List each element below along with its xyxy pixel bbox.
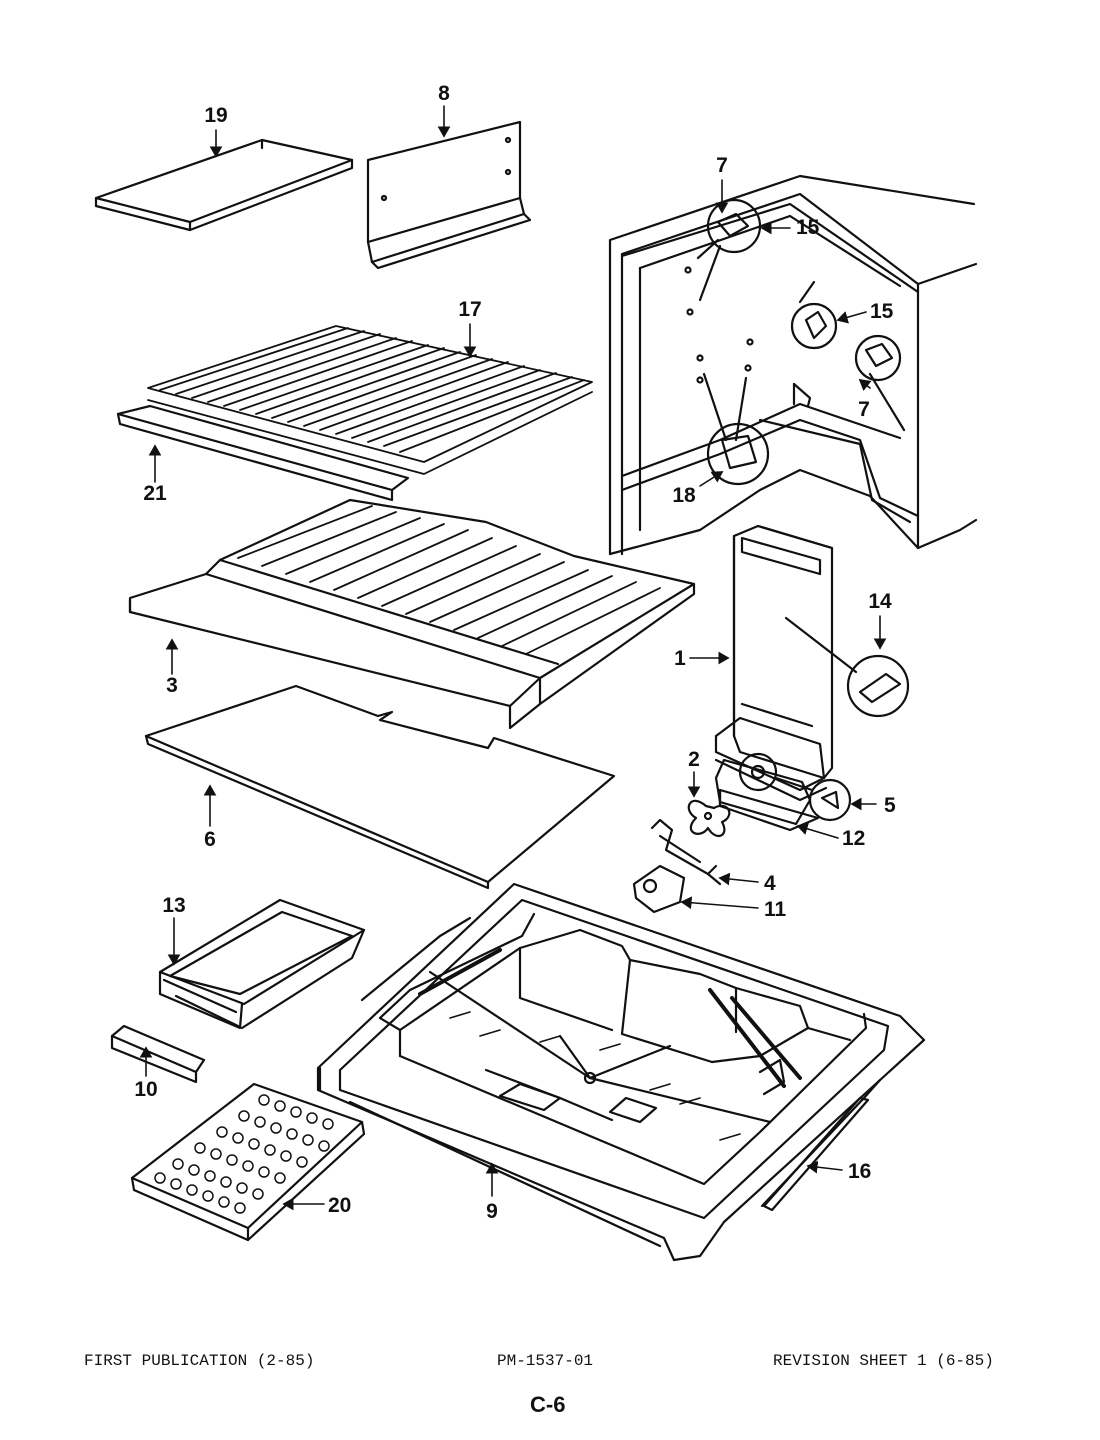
- callout-9: 9: [486, 1200, 498, 1223]
- part-4-motor-bracket: [632, 818, 722, 914]
- callout-7-right: 7: [858, 398, 870, 421]
- part-13-crisper-drawer: [158, 898, 366, 1030]
- revision-sheet: REVISION SHEET 1 (6-85): [773, 1352, 994, 1370]
- callout-20: 20: [328, 1194, 351, 1217]
- cabinet-interior: [608, 174, 978, 556]
- part-10-trim-strip: [110, 1024, 206, 1084]
- callout-3: 3: [166, 674, 178, 697]
- detail-circle-18: [706, 422, 770, 486]
- part-3-crisper-cover: [128, 498, 696, 730]
- part-21-trim-strip: [116, 404, 410, 502]
- callout-4: 4: [764, 872, 776, 895]
- part-6-flat-panel: [144, 684, 616, 890]
- callout-19: 19: [204, 104, 227, 127]
- callout-16: 16: [848, 1160, 871, 1183]
- callout-2: 2: [688, 748, 700, 771]
- callout-11: 11: [764, 898, 787, 921]
- part-8-vertical-panel: [366, 120, 532, 270]
- first-publication-date: FIRST PUBLICATION (2-85): [84, 1352, 315, 1370]
- part-2-fan-blade: [687, 799, 731, 838]
- detail-circle-7-right: [854, 334, 902, 382]
- callout-15-mid: 15: [870, 300, 894, 323]
- page-number: C-6: [530, 1392, 566, 1417]
- leader-lines: [139, 105, 887, 1211]
- callout-18: 18: [672, 484, 696, 507]
- callout-10: 10: [134, 1078, 157, 1101]
- detail-circle-7: [706, 198, 762, 254]
- callout-14: 14: [868, 590, 892, 613]
- callout-7-top: 7: [716, 154, 728, 177]
- callout-21: 21: [143, 482, 167, 505]
- part-9-base-tray: [316, 882, 926, 1262]
- callout-12: 12: [842, 827, 865, 850]
- part-12-fan-shroud: [714, 752, 852, 832]
- callout-labels: 19 8 7 15 15 17 21 7 18 3 14 1 2 5 6 12 …: [134, 82, 896, 1223]
- part-19-shelf-panel: [94, 138, 354, 232]
- part-14-knob-detail: [784, 616, 910, 718]
- detail-circle-15-upper: [790, 302, 838, 350]
- callout-6: 6: [204, 828, 216, 851]
- part-16-side-rail: [762, 1096, 870, 1212]
- callout-5: 5: [884, 794, 896, 817]
- callout-1: 1: [674, 647, 686, 670]
- part-17-wire-shelf: [147, 325, 593, 475]
- callout-13: 13: [162, 894, 185, 917]
- callout-15-top: 15: [796, 216, 820, 239]
- part-number: PM-1537-01: [497, 1352, 594, 1370]
- callout-17: 17: [458, 298, 481, 321]
- part-1-air-duct: [714, 524, 834, 802]
- callout-8: 8: [438, 82, 450, 105]
